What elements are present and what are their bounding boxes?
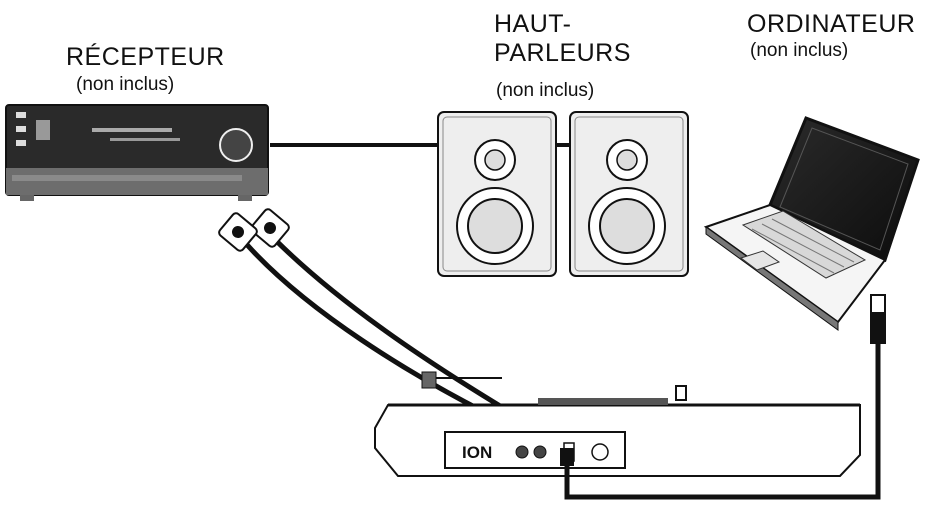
left-speaker-illustration (437, 111, 557, 277)
right-speaker-illustration (569, 111, 689, 277)
computer-label: ORDINATEUR (747, 10, 916, 38)
receiver-illustration (5, 104, 269, 201)
turntable-illustration: ION (374, 371, 861, 477)
speakers-note: (non inclus) (496, 80, 595, 101)
usb-cable (560, 294, 886, 500)
turntable-brand-text: ION (462, 443, 492, 462)
receiver-label: RÉCEPTEUR (66, 43, 225, 71)
receiver-note: (non inclus) (76, 74, 175, 95)
speakers-label: HAUT- PARLEURS (494, 10, 631, 67)
computer-note: (non inclus) (750, 40, 849, 61)
laptop-illustration (703, 116, 920, 331)
